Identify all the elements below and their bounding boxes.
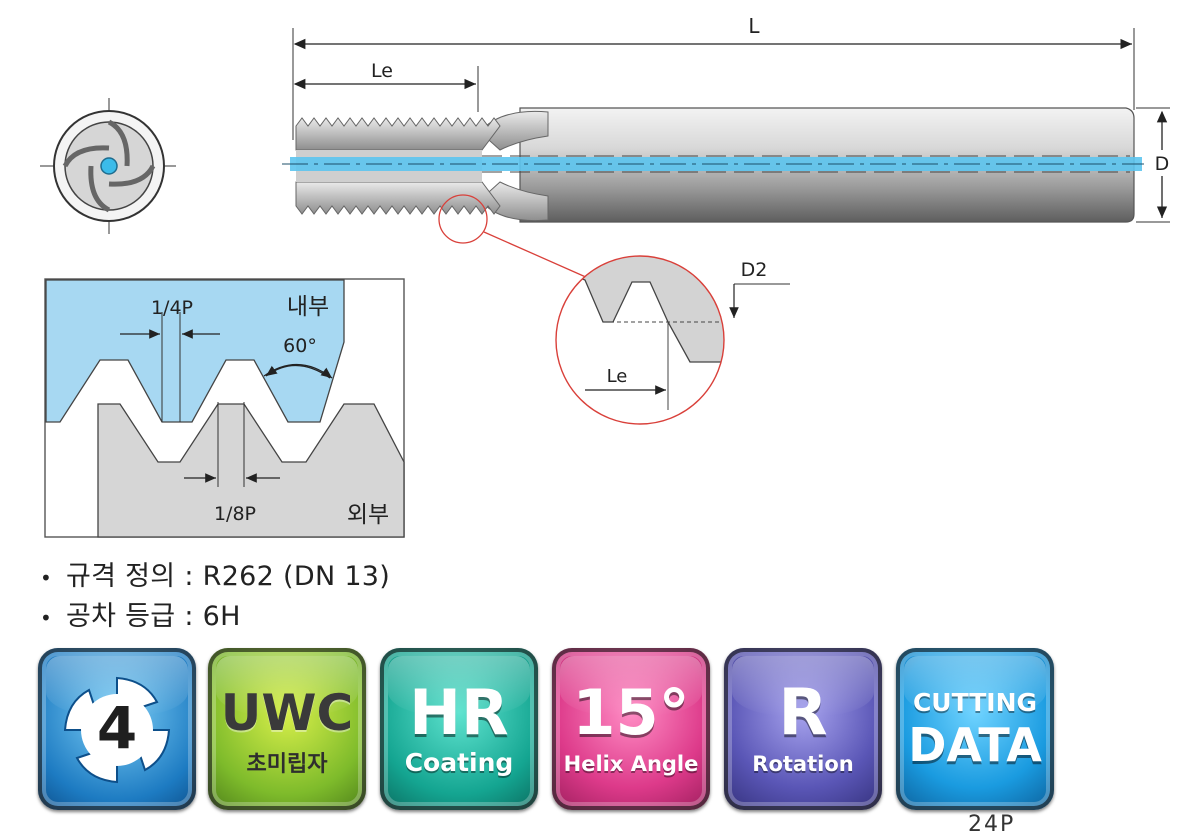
spec-separator: : xyxy=(184,561,194,592)
internal-label: 내부 xyxy=(287,294,329,320)
spec-tolerance: • 공차 등급 : 6H xyxy=(40,594,241,633)
thread-teeth-lower xyxy=(295,181,501,215)
spec-standard-label: 규격 정의 xyxy=(66,561,176,592)
diameter-dimension: D xyxy=(1136,107,1174,223)
helix-angle-subtitle: Helix Angle xyxy=(563,752,699,776)
rotation-subtitle: Rotation xyxy=(752,752,854,776)
cutting-data-badge: CUTTING DATA xyxy=(896,648,1054,810)
flutes-number: 4 xyxy=(96,694,138,762)
uwc-badge: UWC 초미립자 xyxy=(208,648,366,810)
hr-title: HR xyxy=(409,676,509,749)
effective-length-label: Le xyxy=(371,60,393,82)
bullet-icon: • xyxy=(40,565,53,590)
spec-standard-value: R262 (DN 13) xyxy=(202,561,391,592)
bullet-icon: • xyxy=(40,605,53,630)
tool-drawing: L Le D xyxy=(40,14,1174,425)
helix-angle-value: 15° xyxy=(572,676,690,749)
external-label: 외부 xyxy=(347,502,389,528)
cutting-title: CUTTING xyxy=(912,688,1038,717)
thread-profile-diagram: 1/4P 1/8P 60° 내부 외부 xyxy=(44,278,405,538)
rotation-badge: R Rotation xyxy=(724,648,882,810)
spec-separator: : xyxy=(184,601,194,632)
four-flute-icon xyxy=(63,676,171,784)
hr-coating-badge: HR Coating xyxy=(380,648,538,810)
hr-subtitle: Coating xyxy=(404,748,514,777)
tool-body xyxy=(282,107,1144,223)
thread-teeth-upper xyxy=(295,117,501,151)
spec-tolerance-value: 6H xyxy=(202,601,241,632)
eighth-pitch-label: 1/8P xyxy=(214,503,256,525)
helix-angle-badge: 15° Helix Angle xyxy=(552,648,710,810)
effective-length-dimension: Le xyxy=(293,60,479,112)
uwc-subtitle: 초미립자 xyxy=(246,752,328,777)
detail-le-label: Le xyxy=(607,366,628,387)
angle-label: 60° xyxy=(283,335,317,357)
detail-callout: Le D2 xyxy=(438,194,790,425)
diameter-label: D xyxy=(1155,153,1170,175)
rotation-title: R xyxy=(778,676,828,750)
uwc-title: UWC xyxy=(220,684,354,742)
page-marker: 24P xyxy=(968,812,1016,837)
spec-standard: • 규격 정의 : R262 (DN 13) xyxy=(40,554,390,593)
flutes-badge: 4 xyxy=(38,648,196,810)
tool-end-view xyxy=(40,98,176,234)
quarter-pitch-label: 1/4P xyxy=(151,297,193,319)
cutting-data-title: DATA xyxy=(908,718,1042,772)
spec-tolerance-label: 공차 등급 xyxy=(66,601,176,632)
length-label: L xyxy=(748,14,760,38)
pitch-diameter-label: D2 xyxy=(741,259,768,281)
length-dimension: L xyxy=(292,14,1135,140)
